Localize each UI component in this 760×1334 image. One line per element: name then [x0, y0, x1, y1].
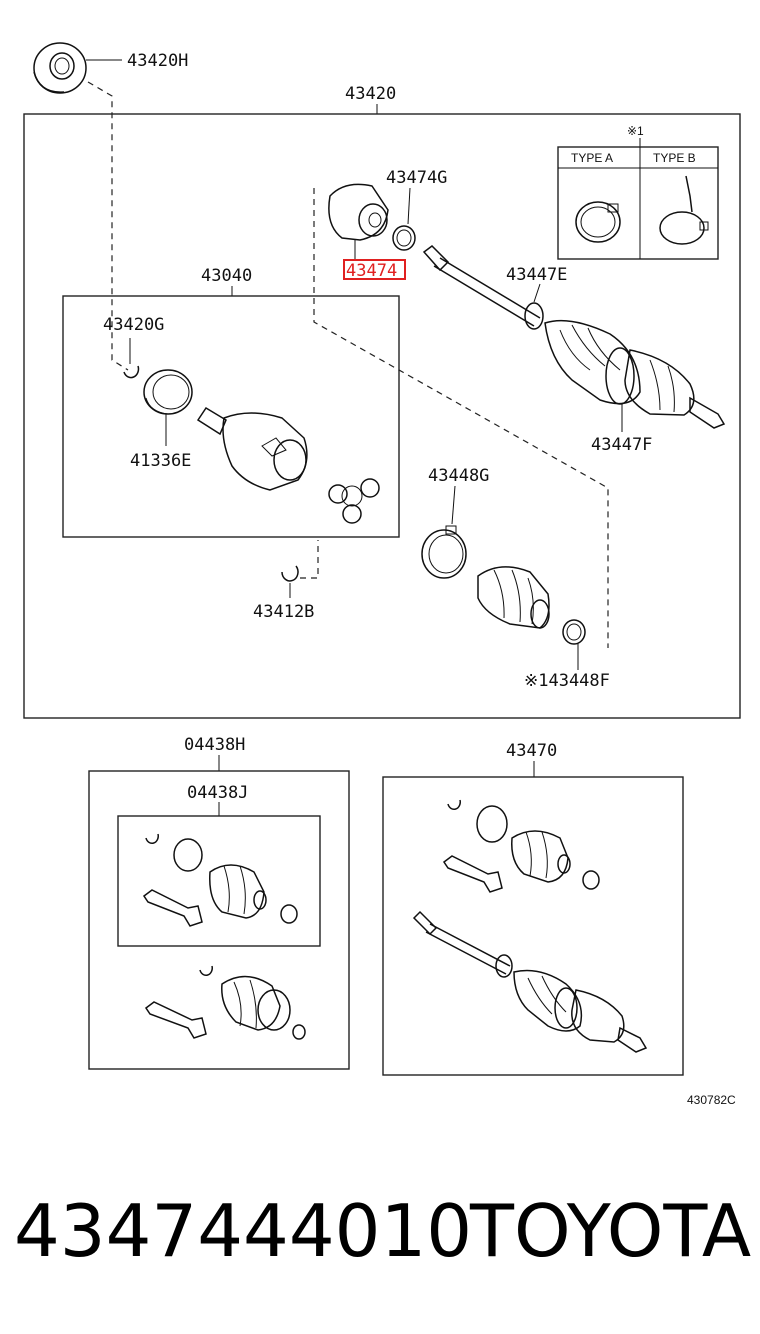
label-43420h: 43420H	[127, 51, 188, 71]
kit-box-04438h	[88, 770, 350, 1070]
kit-04438h-parts	[144, 965, 306, 1040]
part-43448g-clamp[interactable]	[421, 525, 467, 579]
diagram-code: 430782C	[687, 1093, 736, 1107]
clamp-type-box: TYPE A TYPE B	[557, 146, 719, 260]
kit-04438j-parts	[142, 833, 298, 927]
footer-part-number: 4347444010	[14, 1189, 472, 1273]
kit-box-04438j	[117, 815, 321, 947]
label-43447e: 43447E	[506, 265, 567, 285]
inboard-joint-housing[interactable]	[196, 406, 308, 491]
label-43448g: 43448G	[428, 466, 489, 486]
label-04438h: 04438H	[184, 735, 245, 755]
label-43470: 43470	[506, 741, 557, 761]
label-43448f: ※143448F	[524, 671, 610, 691]
highlight-box-43474	[343, 259, 406, 280]
subassembly-box-43040	[62, 295, 400, 538]
clamp-type-b-icon	[659, 175, 709, 245]
label-43040: 43040	[201, 266, 252, 286]
label-43474[interactable]: 43474	[346, 261, 397, 281]
tripod-joint[interactable]	[328, 478, 380, 524]
label-43420g: 43420G	[103, 315, 164, 335]
label-04438j: 04438J	[187, 783, 248, 803]
assembly-43470-parts	[412, 799, 648, 1053]
label-note-mark: ※1	[627, 124, 644, 138]
part-43448f-clamp[interactable]	[562, 619, 586, 645]
clamp-type-a-icon	[575, 201, 621, 243]
label-43474g: 43474G	[386, 168, 447, 188]
assembly-box-43420	[23, 113, 741, 719]
part-43420h-seal[interactable]	[33, 42, 87, 94]
label-43412b: 43412B	[253, 602, 314, 622]
part-43474g-clamp[interactable]	[392, 225, 416, 251]
label-41336e: 41336E	[130, 451, 191, 471]
footer-brand: TOYOTA	[469, 1189, 751, 1273]
part-43474-boot[interactable]	[328, 183, 389, 241]
assembly-box-43470	[382, 776, 684, 1076]
part-43412b-snap-ring[interactable]	[281, 565, 299, 582]
part-43420g-snap-ring[interactable]	[123, 365, 140, 379]
label-43447f: 43447F	[591, 435, 652, 455]
label-type-b: TYPE B	[653, 151, 696, 165]
inboard-boot[interactable]	[477, 566, 550, 629]
drive-shaft[interactable]	[422, 245, 726, 429]
part-41336e-ring[interactable]	[143, 369, 193, 415]
label-type-a: TYPE A	[571, 151, 613, 165]
label-43420: 43420	[345, 84, 396, 104]
